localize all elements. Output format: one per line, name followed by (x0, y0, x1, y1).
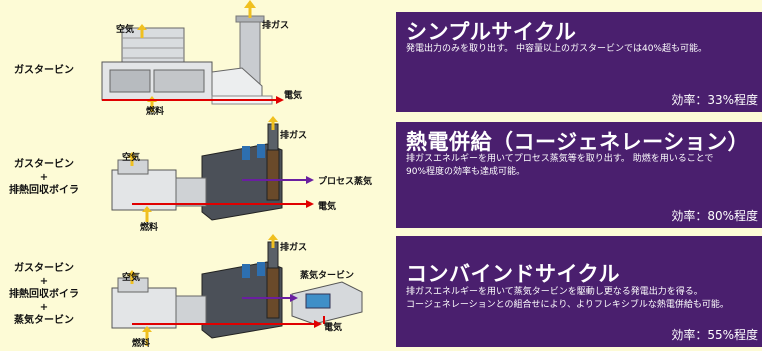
panel-efficiency: 効率：80%程度 (671, 209, 758, 223)
config-line: 排熱回収ボイラ (9, 289, 79, 300)
panel-description-line: 排ガスエネルギーを用いてプロセス蒸気等を取り出す。 助燃を用いることで (406, 154, 714, 164)
panel-description-line: 排ガスエネルギーを用いて蒸気タービンを駆動し更なる発電出力を得る。 (406, 287, 703, 297)
gas-turbine-illustration (101, 0, 284, 112)
fuel-label: 燃料 (140, 223, 159, 233)
fuel-label: 燃料 (132, 339, 151, 349)
row-cogeneration: ガスタービン + 排熱回収ボイラ (0, 116, 762, 233)
air-label: 空気 (122, 273, 141, 283)
combined-cycle-illustration (111, 234, 363, 346)
row-combined-cycle: ガスタービン + 排熱回収ボイラ + 蒸気タービン (0, 232, 762, 349)
panel-description: 発電出力のみを取り出す。 中容量以上のガスタービンでは40%超も可能。 (406, 43, 754, 56)
diagram-combined-cycle: 空気 排ガス 蒸気タービン 電気 燃料 (92, 232, 392, 349)
steam-turbine-label: 蒸気タービン (300, 271, 355, 281)
config-line: + (39, 302, 49, 313)
cogeneration-illustration (111, 116, 314, 222)
diagram-simple-cycle: 空気 排ガス 電気 燃料 (92, 0, 392, 117)
electricity-label: 電気 (284, 91, 303, 101)
panel-title: 熱電併給（コージェネレーション） (406, 130, 750, 154)
panel-combined-cycle: コンバインドサイクル 排ガスエネルギーを用いて蒸気タービンを駆動し更なる発電出力… (396, 236, 762, 347)
fuel-label: 燃料 (146, 107, 165, 117)
config-label: ガスタービン (0, 64, 88, 77)
exhaust-label: 排ガス (262, 21, 290, 31)
config-line: 蒸気タービン (14, 315, 74, 326)
panel-title: コンバインドサイクル (406, 262, 620, 286)
air-label: 空気 (122, 153, 141, 163)
config-line: ガスタービン (14, 65, 74, 76)
panel-efficiency: 効率：33%程度 (671, 93, 758, 107)
config-line: ガスタービン (14, 263, 74, 274)
panel-simple-cycle: シンプルサイクル 発電出力のみを取り出す。 中容量以上のガスタービンでは40%超… (396, 12, 762, 112)
config-line: 排熱回収ボイラ (9, 185, 79, 196)
air-label: 空気 (116, 25, 135, 35)
panel-description-line: 90%程度の効率も達成可能。 (406, 167, 526, 177)
config-line: + (39, 276, 49, 287)
exhaust-label: 排ガス (280, 243, 308, 253)
panel-description: 排ガスエネルギーを用いてプロセス蒸気等を取り出す。 助燃を用いることで 90%程… (406, 153, 754, 179)
electricity-label: 電気 (318, 202, 337, 212)
panel-cogeneration: 熱電併給（コージェネレーション） 排ガスエネルギーを用いてプロセス蒸気等を取り出… (396, 122, 762, 228)
panel-efficiency: 効率：55%程度 (671, 328, 758, 342)
panel-description-line: 発電出力のみを取り出す。 中容量以上のガスタービンでは40%超も可能。 (406, 44, 707, 54)
config-line: ガスタービン (14, 159, 74, 170)
steam-label: プロセス蒸気 (318, 177, 373, 187)
electricity-label: 電気 (324, 323, 343, 333)
panel-description: 排ガスエネルギーを用いて蒸気タービンを駆動し更なる発電出力を得る。 コージェネレ… (406, 286, 754, 312)
config-line: + (39, 172, 49, 183)
config-label: ガスタービン + 排熱回収ボイラ + 蒸気タービン (0, 262, 88, 327)
diagram-cogeneration: 空気 排ガス プロセス蒸気 電気 燃料 (92, 116, 392, 233)
config-label: ガスタービン + 排熱回収ボイラ (0, 158, 88, 197)
exhaust-label: 排ガス (280, 131, 308, 141)
row-simple-cycle: ガスタービン (0, 0, 762, 117)
panel-description-line: コージェネレーションとの組合せにより、よりフレキシブルな熱電併給も可能。 (406, 300, 729, 310)
panel-title: シンプルサイクル (406, 20, 577, 44)
